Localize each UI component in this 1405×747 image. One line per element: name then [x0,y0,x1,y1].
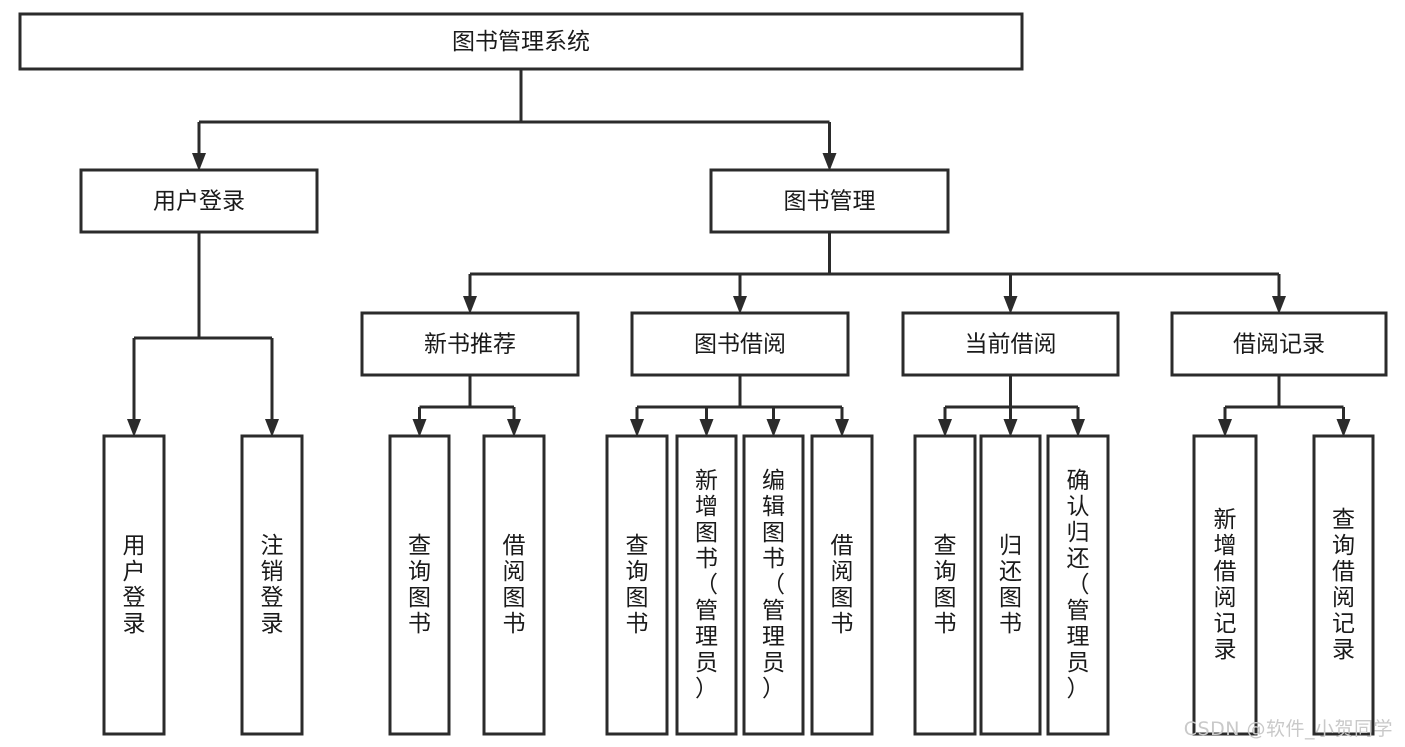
node-leaf-add-book[interactable]: 新增图书（管理员） [675,434,738,736]
connector-layer [127,69,1351,437]
node-book-manage[interactable]: 图书管理 [709,168,950,234]
node-box-leaf-add-book [675,434,738,736]
node-box-new-book-rec [360,311,580,377]
node-label-user-login: 用户登录 [153,189,245,215]
node-label-borrow-record: 借阅记录 [1233,332,1325,358]
arrow-head-icon [938,419,952,437]
node-box-borrow-record [1170,311,1388,377]
node-label-leaf-query-record: 查询借阅记录 [1332,507,1355,663]
node-label-book-borrow: 图书借阅 [694,332,786,358]
node-box-leaf-user-login [102,434,166,736]
node-label-leaf-logout: 注销登录 [261,533,284,637]
arrow-head-icon [699,419,714,437]
node-box-book-borrow [630,311,850,377]
node-book-borrow[interactable]: 图书借阅 [630,311,850,377]
node-label-leaf-add-book: 新增图书（管理员） [695,468,718,702]
node-box-user-login [79,168,319,234]
node-leaf-logout[interactable]: 注销登录 [240,434,304,736]
node-label-leaf-borrow-book-rec: 借阅图书 [503,533,526,637]
arrow-head-icon [1218,419,1232,437]
node-label-leaf-confirm-return: 确认归还（管理员） [1067,468,1090,702]
node-user-login[interactable]: 用户登录 [79,168,319,234]
connector-group-new-book-rec [412,375,521,437]
node-label-leaf-query-book-borrow: 查询图书 [626,533,649,637]
node-leaf-query-book-cur[interactable]: 查询图书 [913,434,977,736]
node-leaf-confirm-return[interactable]: 确认归还（管理员） [1046,434,1110,736]
arrow-head-icon [1272,296,1286,314]
node-leaf-query-record[interactable]: 查询借阅记录 [1312,434,1375,736]
node-box-leaf-query-book-rec [388,434,451,736]
connector-group-user-login [127,232,279,437]
node-leaf-query-book-rec[interactable]: 查询图书 [388,434,451,736]
node-box-leaf-query-book-cur [913,434,977,736]
arrow-head-icon [1071,419,1085,437]
connector-group-root [192,69,837,171]
node-leaf-edit-book[interactable]: 编辑图书（管理员） [742,434,805,736]
arrow-head-icon [1003,419,1018,437]
node-label-new-book-rec: 新书推荐 [424,332,516,358]
node-label-leaf-edit-book: 编辑图书（管理员） [762,468,785,702]
node-box-leaf-edit-book [742,434,805,736]
arrow-head-icon [822,153,837,171]
node-leaf-query-book-borrow[interactable]: 查询图书 [605,434,669,736]
node-label-leaf-user-login: 用户登录 [123,533,146,637]
node-label-book-manage: 图书管理 [784,189,876,215]
node-label-leaf-return-book: 归还图书 [999,533,1022,637]
arrow-head-icon [192,153,206,171]
node-box-leaf-confirm-return [1046,434,1110,736]
connector-group-current-borrow [938,375,1085,437]
connector-group-borrow-record [1218,375,1351,437]
arrow-head-icon [1003,296,1018,314]
node-box-leaf-logout [240,434,304,736]
node-box-book-manage [709,168,950,234]
node-box-leaf-borrow-book [810,434,874,736]
node-box-leaf-query-book-borrow [605,434,669,736]
arrow-head-icon [766,419,781,437]
node-leaf-borrow-book[interactable]: 借阅图书 [810,434,874,736]
arrow-head-icon [1336,419,1351,437]
node-new-book-rec[interactable]: 新书推荐 [360,311,580,377]
node-box-leaf-query-record [1312,434,1375,736]
node-label-current-borrow: 当前借阅 [965,332,1057,358]
node-root[interactable]: 图书管理系统 [18,12,1024,71]
node-label-leaf-add-record: 新增借阅记录 [1214,507,1237,663]
connector-group-book-borrow [630,375,849,437]
node-leaf-user-login[interactable]: 用户登录 [102,434,166,736]
arrow-head-icon [630,419,644,437]
arrow-head-icon [463,296,477,314]
arrow-head-icon [127,419,141,437]
node-label-root: 图书管理系统 [452,29,590,55]
node-layer: 图书管理系统用户登录图书管理新书推荐图书借阅当前借阅借阅记录用户登录注销登录查询… [18,12,1388,736]
connector-group-book-manage [463,232,1286,314]
arrow-head-icon [265,419,279,437]
node-label-leaf-query-book-cur: 查询图书 [934,533,957,637]
node-label-leaf-borrow-book: 借阅图书 [831,533,854,637]
node-leaf-borrow-book-rec[interactable]: 借阅图书 [482,434,546,736]
arrow-head-icon [733,296,747,314]
arrow-head-icon [507,419,521,437]
node-leaf-return-book[interactable]: 归还图书 [979,434,1042,736]
node-borrow-record[interactable]: 借阅记录 [1170,311,1388,377]
node-box-leaf-return-book [979,434,1042,736]
node-box-leaf-add-record [1192,434,1258,736]
arrow-head-icon [835,419,849,437]
arrow-head-icon [412,419,427,437]
node-leaf-add-record[interactable]: 新增借阅记录 [1192,434,1258,736]
node-box-root [18,12,1024,71]
node-box-current-borrow [901,311,1120,377]
node-box-leaf-borrow-book-rec [482,434,546,736]
node-current-borrow[interactable]: 当前借阅 [901,311,1120,377]
node-label-leaf-query-book-rec: 查询图书 [408,533,431,637]
